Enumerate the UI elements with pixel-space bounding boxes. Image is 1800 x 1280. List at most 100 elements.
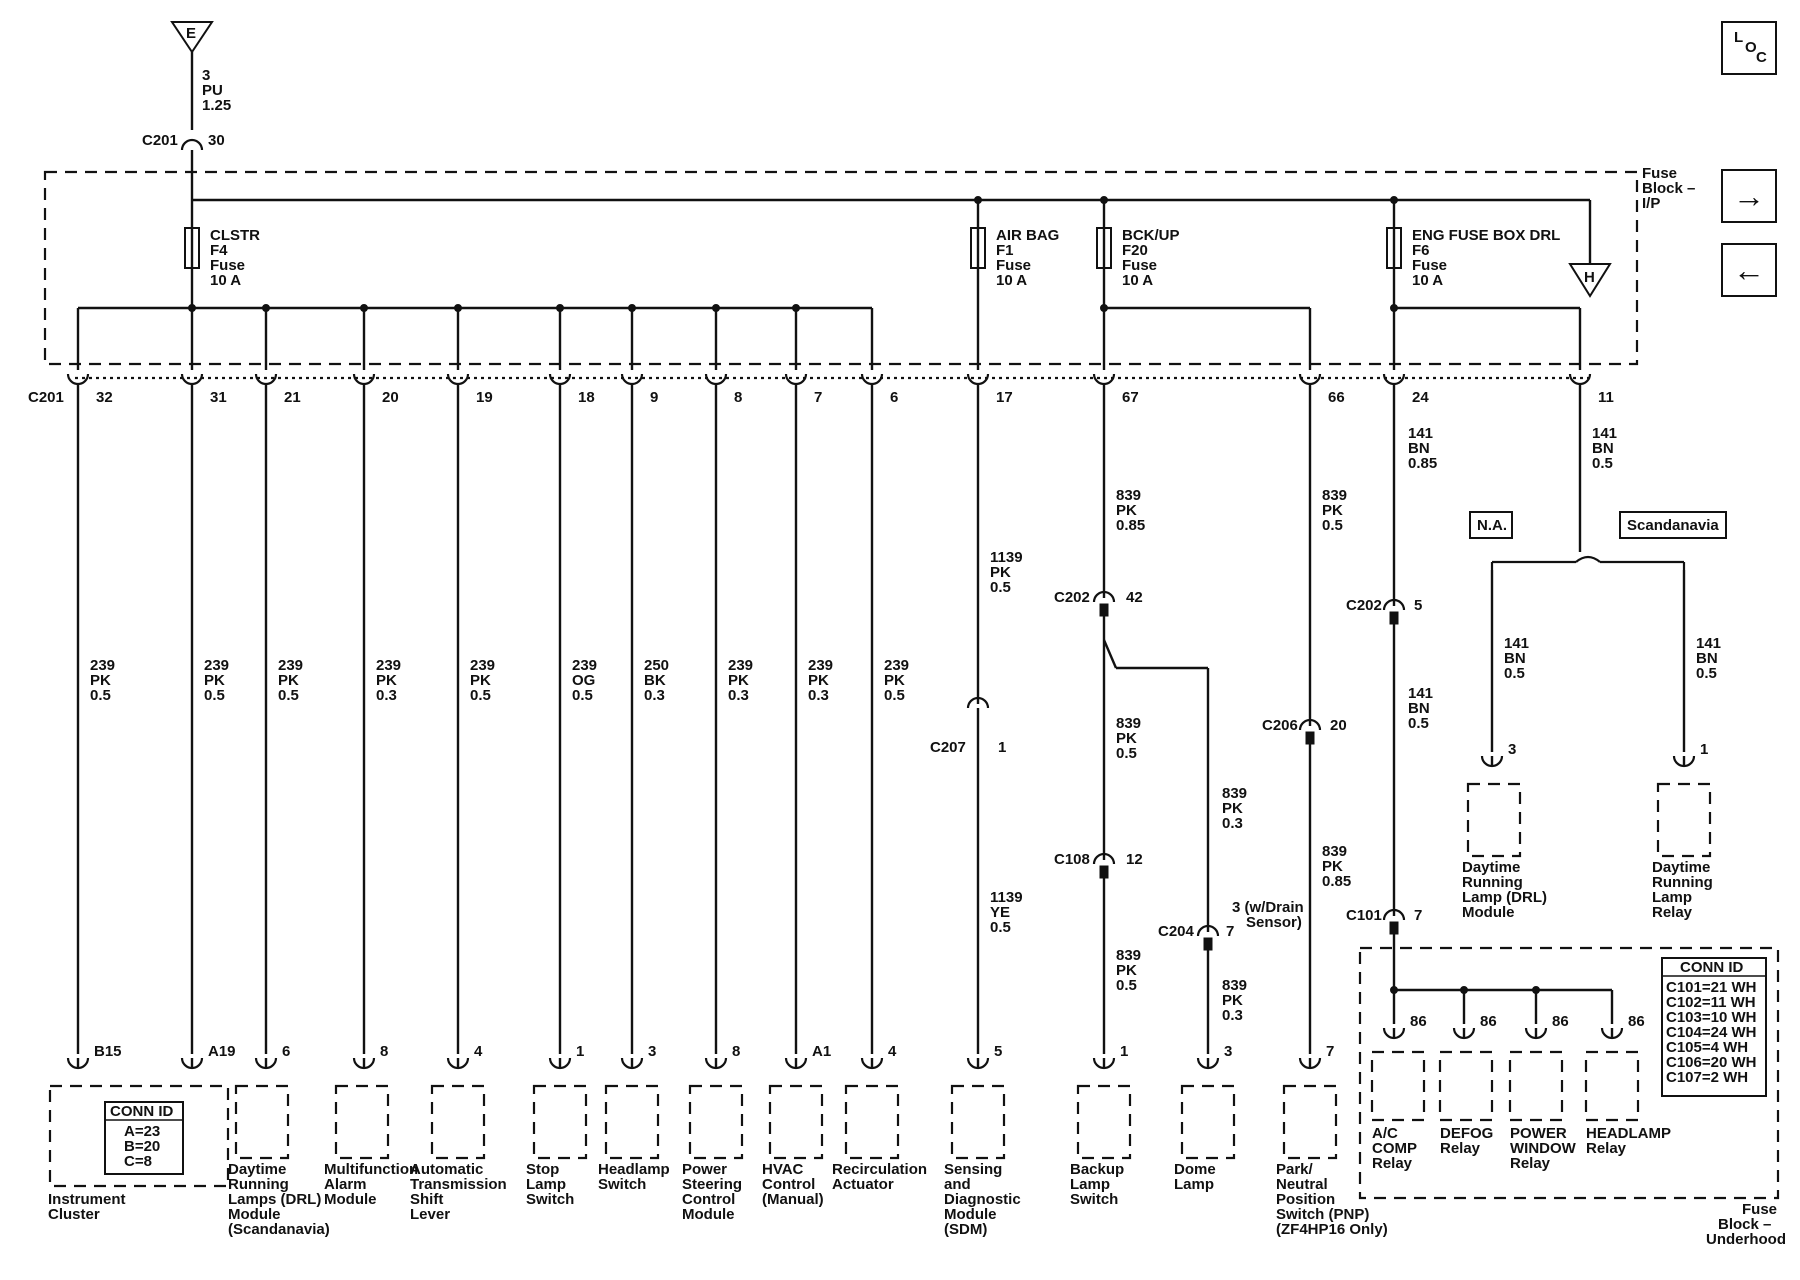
wire-color-label: BN <box>1408 440 1430 457</box>
cluster-conn-id-title: CONN ID <box>110 1103 174 1120</box>
wire-circuit-label: 239 <box>90 657 115 674</box>
underhood-conn-id-row-4: C104=24 WH <box>1666 1024 1756 1041</box>
wire-circuit-label: 839 <box>1222 785 1247 802</box>
option-scandanavia-label: Scandanavia <box>1627 517 1719 534</box>
drl-module-scan-pin: 6 <box>282 1043 290 1060</box>
wire-color-label: BN <box>1592 440 1614 457</box>
cluster-conn-id-row-1: A=23 <box>124 1123 160 1140</box>
backup-lamp-switch-name-2: Lamp <box>1070 1176 1110 1193</box>
c201-pin-number: 6 <box>890 389 898 406</box>
wire-color-label: BK <box>644 672 666 689</box>
drl-module-na-box <box>1466 782 1522 858</box>
c201-pin-number: 31 <box>210 389 227 406</box>
drl-module-scan-box <box>234 1084 290 1160</box>
fuse-clstr-rating: 10 A <box>210 272 241 289</box>
auto-trans-shift-lever-name-2: Transmission <box>410 1176 507 1193</box>
fuse-block-ip-name-2: Block – <box>1642 180 1695 197</box>
wire-circuit-label: 239 <box>470 657 495 674</box>
drl-module-scan-name-3: Lamps (DRL) <box>228 1191 321 1208</box>
drl-relay-scan-pin: 1 <box>1700 741 1708 758</box>
inline-connector-name: C206 <box>1262 717 1298 734</box>
c201-pin-number: 21 <box>284 389 301 406</box>
wire-size-label: 0.5 <box>470 687 491 704</box>
previous-page-button[interactable]: ← <box>1721 243 1777 297</box>
wire-circuit-label: 839 <box>1322 487 1347 504</box>
dome-lamp-pin: 3 <box>1224 1043 1232 1060</box>
multifunction-alarm-module-pin: 8 <box>380 1043 388 1060</box>
option-na-label: N.A. <box>1477 517 1507 534</box>
ac-comp-relay-name-2: COMP <box>1372 1140 1417 1157</box>
drl-module-na-name-1: Daytime <box>1462 859 1520 876</box>
underhood-conn-id-row-5: C105=4 WH <box>1666 1039 1748 1056</box>
sdm-name-4: Module <box>944 1206 997 1223</box>
fuse-bck-up-id: F20 <box>1122 242 1148 259</box>
fuse-drl-type: Fuse <box>1412 257 1447 274</box>
wire-size-label: 0.3 <box>1222 815 1243 832</box>
fuse-clstr-name: CLSTR <box>210 227 260 244</box>
wire-circuit-label: 839 <box>1222 977 1247 994</box>
c201-pin-number: 9 <box>650 389 658 406</box>
backup-lamp-switch-name-3: Switch <box>1070 1191 1118 1208</box>
wire-color-label: BN <box>1696 650 1718 667</box>
multifunction-alarm-module-name-1: Multifunction <box>324 1161 418 1178</box>
hvac-control-box <box>768 1084 824 1160</box>
wire-size-label: 0.85 <box>1408 455 1437 472</box>
underhood-conn-id-row-6: C106=20 WH <box>1666 1054 1756 1071</box>
wire-size-label: 0.5 <box>278 687 299 704</box>
option-na-box <box>1469 511 1513 539</box>
c201-pin-number: 20 <box>382 389 399 406</box>
power-window-relay-name-3: Relay <box>1510 1155 1551 1172</box>
inline-connector-male <box>1203 937 1213 951</box>
defog-relay-name-1: DEFOG <box>1440 1125 1493 1142</box>
sdm-box <box>950 1084 1006 1160</box>
wire-circuit-label: 141 <box>1408 425 1433 442</box>
wire-color-label: PK <box>808 672 829 689</box>
hvac-control-name-2: Control <box>762 1176 815 1193</box>
backup-lamp-switch-pin: 1 <box>1120 1043 1128 1060</box>
c204-note-2: Sensor) <box>1246 914 1302 931</box>
inline-connector-male <box>1099 603 1109 617</box>
wire-color-label: PK <box>470 672 491 689</box>
wire-color-label: PK <box>204 672 225 689</box>
wire-size-label: 0.85 <box>1322 873 1351 890</box>
power-window-relay-pin: 86 <box>1552 1013 1569 1030</box>
drl-relay-scan-name-3: Lamp <box>1652 889 1692 906</box>
wire-circuit-label: 239 <box>376 657 401 674</box>
pnp-switch-name-2: Neutral <box>1276 1176 1328 1193</box>
bckup-branch-bus <box>1100 268 1310 312</box>
wire-color-label: PK <box>278 672 299 689</box>
right-arrow-icon: → <box>1733 178 1765 214</box>
c201-pin-connector <box>620 373 644 386</box>
option-scandanavia-box <box>1619 511 1727 539</box>
stop-lamp-switch-name-3: Switch <box>526 1191 574 1208</box>
instrument-cluster-name-1: Instrument <box>48 1191 126 1208</box>
wire-size-label: 0.5 <box>1696 665 1717 682</box>
fuse-drl-name: ENG FUSE BOX DRL <box>1412 227 1560 244</box>
headlamp-relay-name-2: Relay <box>1586 1140 1627 1157</box>
auto-trans-shift-lever-box <box>430 1084 486 1160</box>
wire-size-label: 0.5 <box>1504 665 1525 682</box>
wire-size-label: 0.3 <box>1222 1007 1243 1024</box>
wire-circuit-label: 141 <box>1696 635 1721 652</box>
wire-size-label: 0.5 <box>1116 977 1137 994</box>
inline-connector-female <box>1196 924 1220 937</box>
wire-size-label: 0.5 <box>1322 517 1343 534</box>
stop-lamp-switch-pin: 1 <box>576 1043 584 1060</box>
wire-color-label: PK <box>1116 730 1137 747</box>
inline-connector-female <box>966 696 990 709</box>
wire-size-label: 0.5 <box>1592 455 1613 472</box>
source-h-triangle <box>1568 263 1612 298</box>
inline-connector-pin: 42 <box>1126 589 1143 606</box>
next-page-button[interactable]: → <box>1721 169 1777 223</box>
wire-size-label: 0.5 <box>204 687 225 704</box>
stop-lamp-switch-box <box>532 1084 588 1160</box>
fuse-block-ip-name-1: Fuse <box>1642 165 1677 182</box>
c201-pin-connector <box>704 373 728 386</box>
drl-relay-scan-name-4: Relay <box>1652 904 1693 921</box>
locator-l: L <box>1734 29 1743 46</box>
headlamp-relay-pin: 86 <box>1628 1013 1645 1030</box>
drl-relay-scan-name-2: Running <box>1652 874 1713 891</box>
hvac-control-name-3: (Manual) <box>762 1191 824 1208</box>
underhood-conn-id-title: CONN ID <box>1680 959 1744 976</box>
